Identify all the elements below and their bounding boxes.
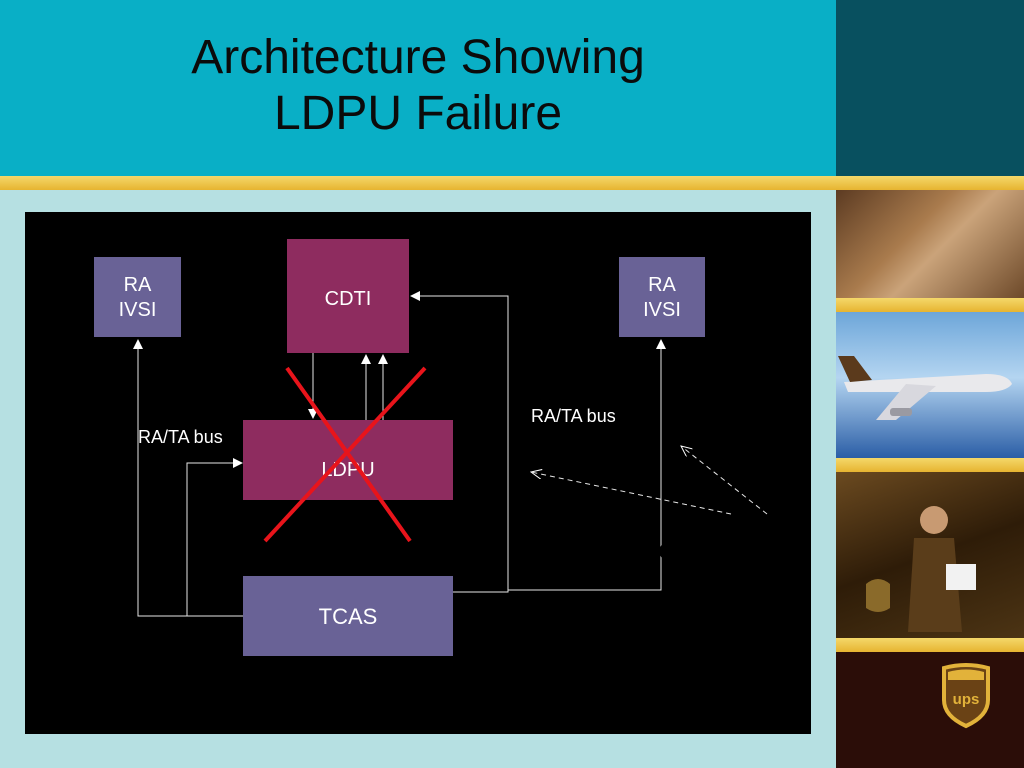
tcas-to-cdti-line [410, 291, 509, 593]
tcas-box: TCAS [243, 576, 453, 656]
ra-ivsi-left-line2: IVSI [118, 299, 157, 321]
airplane-photo [836, 312, 1024, 458]
dashed-pointer-right [681, 446, 768, 515]
diagram-panel: RA IVSI CDTI RA IVSI LDPU TCAS RA/TA bus… [25, 212, 811, 734]
ra-ivsi-right-line1: RA [648, 274, 676, 296]
delivery-driver-photo [836, 472, 1024, 638]
tcas-to-right-ivsi-line [508, 339, 666, 591]
dashed-pointer-left [531, 472, 732, 515]
side-teal-block [836, 0, 1024, 176]
independent-buses-callout: Independent buses [612, 530, 822, 610]
svg-text:ups: ups [953, 691, 980, 708]
tcas-label: TCAS [318, 604, 378, 629]
title-line-2: LDPU Failure [273, 87, 563, 140]
driver-figure-icon [866, 506, 976, 632]
bus-label-left: RA/TA bus [138, 427, 223, 447]
title-band [0, 0, 836, 176]
ra-ivsi-right-line2: IVSI [643, 299, 681, 321]
package-scanner-photo [836, 190, 1024, 298]
ldpu-box: LDPU [243, 420, 453, 500]
slide-title: Architecture Showing LDPU Failure [0, 30, 836, 142]
cdti-box: CDTI [287, 239, 409, 353]
ldpu-label: LDPU [321, 459, 375, 481]
callout-line-2: buses [676, 573, 758, 606]
side-gold-divider [836, 298, 1024, 312]
airplane-icon [838, 356, 1012, 420]
side-gold-divider [836, 458, 1024, 472]
ra-ivsi-left-line1: RA [123, 274, 152, 296]
side-image-column: ups [836, 0, 1024, 768]
gold-divider [0, 176, 836, 190]
bus-label-right: RA/TA bus [531, 406, 616, 426]
cdti-label: CDTI [324, 288, 372, 310]
side-gold-divider [836, 176, 1024, 190]
tcas-to-left-ivsi-line [133, 339, 243, 617]
title-line-1: Architecture Showing [191, 31, 645, 84]
side-gold-divider [836, 638, 1024, 652]
tcas-to-ldpu-line [186, 458, 243, 616]
callout-line-1: Independent [633, 533, 801, 566]
ra-ivsi-right-box: RA IVSI [619, 257, 705, 337]
ra-ivsi-left-box: RA IVSI [94, 257, 181, 337]
